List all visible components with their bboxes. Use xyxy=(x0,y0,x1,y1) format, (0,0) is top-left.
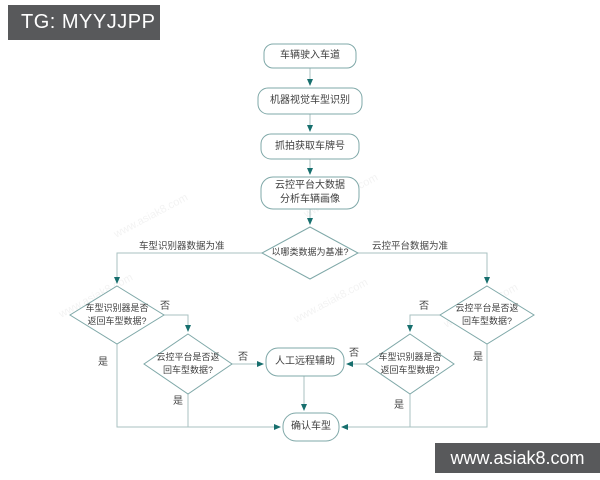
confirm-node-shape xyxy=(282,412,340,442)
capture-node-shape xyxy=(260,133,360,160)
edge-left-no xyxy=(164,314,191,332)
edge-decision-left xyxy=(114,252,262,284)
midleft-decision-shape xyxy=(143,333,233,395)
edge-decision-right xyxy=(358,252,490,284)
base-decision-shape xyxy=(260,226,360,280)
left-decision-shape xyxy=(69,285,165,345)
start-node-shape xyxy=(263,43,357,69)
cloud-node-shape xyxy=(260,176,360,210)
tg-tag-label: TG: MYYJJPP xyxy=(21,11,156,33)
edge-right-yes xyxy=(341,344,488,430)
manual-node-shape xyxy=(265,347,345,377)
right-decision-shape xyxy=(439,285,535,345)
midright-decision-shape xyxy=(365,333,455,395)
vision-node-shape xyxy=(257,87,363,115)
edge-right-no xyxy=(407,314,440,332)
site-watermark-label: www.asiak8.com xyxy=(450,447,585,468)
site-watermark-badge: www.asiak8.com xyxy=(435,443,600,473)
tg-tag-badge: TG: MYYJJPP xyxy=(8,5,160,40)
edge-left-yes xyxy=(116,344,281,430)
